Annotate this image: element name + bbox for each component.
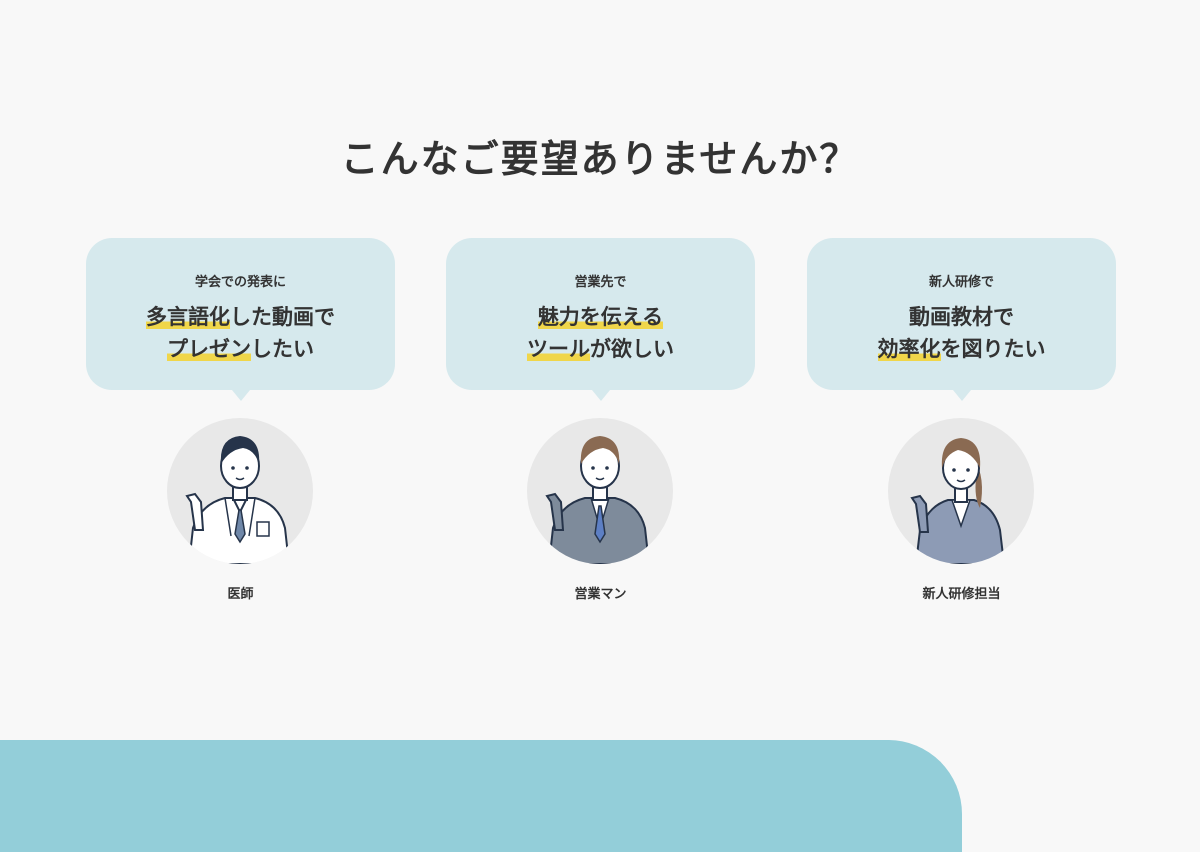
headline-line-2: 効率化を図りたい — [807, 333, 1116, 365]
doctor-illustration-icon — [167, 418, 313, 564]
headline-line-1: 多言語化した動画で — [86, 301, 395, 333]
headline-line-1: 動画教材で — [807, 301, 1116, 333]
headline-highlight: 多言語化 — [146, 305, 230, 329]
bubble-lead-text: 営業先で — [574, 275, 627, 290]
role-label: 医師 — [227, 587, 254, 602]
headline-text: を図りたい — [940, 337, 1046, 361]
headline-line-2: ツールが欲しい — [446, 333, 755, 365]
headline-highlight: プレゼン — [167, 337, 251, 361]
section-title: こんなご要望ありませんか？ — [340, 137, 860, 181]
speech-bubble: 営業先で 魅力を伝える ツールが欲しい — [446, 238, 755, 401]
request-card-salesman: 営業先で 魅力を伝える ツールが欲しい 営業マン — [446, 238, 755, 602]
headline-highlight: 効率化 — [877, 337, 941, 361]
headline-line-2: プレゼンしたい — [86, 333, 395, 365]
role-label: 営業マン — [574, 587, 627, 602]
bubble-lead-text: 学会での発表に — [194, 275, 286, 290]
headline-text: した動画で — [230, 305, 335, 329]
headline-text: 動画教材で — [909, 305, 1014, 329]
bubble-lead-text: 新人研修で — [928, 275, 994, 290]
request-card-doctor: 学会での発表に 多言語化した動画で プレゼンしたい 医師 — [86, 238, 395, 602]
headline-text: が欲しい — [590, 337, 674, 361]
trainer-illustration-icon — [888, 418, 1034, 564]
headline-text: したい — [251, 337, 314, 361]
speech-bubble: 新人研修で 動画教材で 効率化を図りたい — [807, 238, 1116, 401]
bubble-headline: 動画教材で 効率化を図りたい — [807, 301, 1116, 365]
headline-highlight: ツール — [527, 337, 590, 361]
bubble-headline: 多言語化した動画で プレゼンしたい — [86, 301, 395, 365]
bubble-headline: 魅力を伝える ツールが欲しい — [446, 301, 755, 365]
role-label: 新人研修担当 — [922, 587, 1001, 602]
salesman-illustration-icon — [527, 418, 673, 564]
headline-highlight: 魅力を伝える — [537, 305, 664, 329]
headline-line-1: 魅力を伝える — [446, 301, 755, 333]
speech-bubble: 学会での発表に 多言語化した動画で プレゼンしたい — [86, 238, 395, 401]
request-card-trainer: 新人研修で 動画教材で 効率化を図りたい 新人研修担当 — [807, 238, 1116, 602]
bottom-decorative-band — [0, 740, 962, 852]
